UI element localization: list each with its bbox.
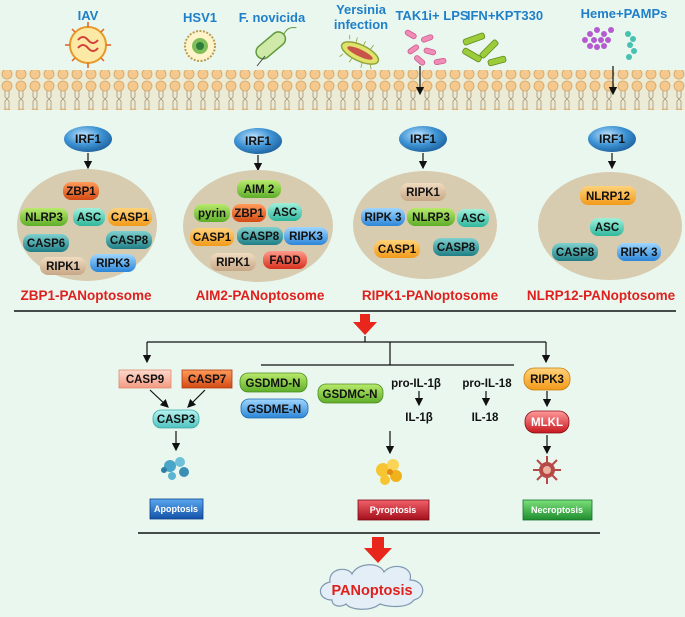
svg-text:CASP8: CASP8 <box>556 247 595 259</box>
aim2-complex: AIM 2 pyrin ZBP1 ASC CASP1 CASP8 RIPK3 R… <box>190 180 328 271</box>
zbp1-complex: ZBP1 NLRP3 ASC CASP1 CASP6 CASP8 RIPK1 R… <box>20 182 152 275</box>
apoptosis-branch: CASP9 CASP7 CASP3 Apoptosis <box>118 369 233 520</box>
svg-text:RIPK 3: RIPK 3 <box>620 247 657 259</box>
irf1-ripk1: IRF1 <box>399 126 447 152</box>
svg-text:RIPK3: RIPK3 <box>96 258 130 270</box>
pro-il1b-label: pro-IL-1β <box>391 378 441 390</box>
svg-text:ZBP1: ZBP1 <box>66 186 96 198</box>
heme-pamps-icon <box>582 27 637 60</box>
trigger-hsv1-label: HSV1 <box>183 10 217 25</box>
svg-text:NLRP3: NLRP3 <box>412 212 450 224</box>
irf1-aim2: IRF1 <box>234 128 282 154</box>
necroptosis-branch: RIPK3 MLKL Necroptosis <box>522 367 593 521</box>
cell-membrane <box>0 70 685 110</box>
il1b-label: IL-1β <box>405 412 432 424</box>
irf-arrows <box>83 153 617 172</box>
trigger-tak1-label: TAK1i+ LPS <box>395 8 468 23</box>
red-down-arrow-top <box>353 314 377 335</box>
iav-virus-icon <box>65 22 111 68</box>
svg-text:NLRP3: NLRP3 <box>25 212 63 224</box>
trigger-yersinia-label-1: Yersinia <box>336 2 387 17</box>
zbp1-panoptosome-title: ZBP1-PANoptosome <box>20 288 151 303</box>
necroptosis-label: Necroptosis <box>531 505 583 515</box>
svg-text:CASP1: CASP1 <box>378 244 417 256</box>
pro-il18-label: pro-IL-18 <box>462 378 512 390</box>
pyroptotic-cell-icon <box>376 459 402 485</box>
ripk1-panoptosome-title: RIPK1-PANoptosome <box>362 288 499 303</box>
irf1-label: IRF1 <box>410 132 436 146</box>
mlkl-label: MLKL <box>531 417 563 429</box>
irf1-nlrp12: IRF1 <box>588 126 636 152</box>
panoptosis-cloud: PANoptosis <box>319 564 424 610</box>
casp7-label: CASP7 <box>188 374 226 386</box>
aim2-panoptosome-title: AIM2-PANoptosome <box>196 288 325 303</box>
casp3-label: CASP3 <box>157 414 195 426</box>
fnovicida-bacterium-icon <box>255 27 297 67</box>
nlrp12-panoptosome-title: NLRP12-PANoptosome <box>527 288 676 303</box>
gsdmc-label: GSDMC-N <box>323 389 378 401</box>
svg-text:ASC: ASC <box>77 212 101 224</box>
ripk1-complex: RIPK1 RIPK 3 NLRP3 ASC CASP1 CASP8 <box>361 183 489 258</box>
trigger-heme-label: Heme+PAMPs <box>581 6 668 21</box>
lps-molecules-icon <box>404 29 447 66</box>
apoptotic-bodies-icon <box>161 457 189 480</box>
hsv1-virus-icon <box>184 30 216 62</box>
gsdme-label: GSDME-N <box>247 404 301 416</box>
svg-text:ASC: ASC <box>461 213 485 225</box>
svg-text:AIM 2: AIM 2 <box>244 184 275 196</box>
trigger-yersinia-label-2: infection <box>334 17 388 32</box>
trigger-ifn-label: IFN+KPT330 <box>467 8 543 23</box>
svg-text:RIPK3: RIPK3 <box>289 231 323 243</box>
svg-text:ZBP1: ZBP1 <box>234 208 264 220</box>
irf1-label: IRF1 <box>75 132 101 146</box>
yersinia-bacterium-icon <box>339 34 380 70</box>
gsdmd-label: GSDMD-N <box>246 378 301 390</box>
svg-text:RIPK1: RIPK1 <box>406 187 440 199</box>
svg-text:CASP1: CASP1 <box>111 212 150 224</box>
branch-lines <box>142 336 551 366</box>
svg-text:ASC: ASC <box>273 207 297 219</box>
svg-text:CASP6: CASP6 <box>27 238 65 250</box>
pyroptosis-label: Pyroptosis <box>370 505 417 515</box>
nlrp12-complex: NLRP12 ASC CASP8 RIPK 3 <box>552 186 661 261</box>
il18-label: IL-18 <box>472 412 499 424</box>
svg-text:pyrin: pyrin <box>198 208 226 220</box>
irf1-label: IRF1 <box>245 134 271 148</box>
svg-text:CASP8: CASP8 <box>110 235 149 247</box>
necroptotic-cell-icon <box>533 456 561 484</box>
trigger-fnovicida-label: F. novicida <box>239 10 306 25</box>
trigger-iav-label: IAV <box>78 8 99 23</box>
svg-text:FADD: FADD <box>269 255 300 267</box>
ripk3-label: RIPK3 <box>530 374 564 386</box>
red-down-arrow-bottom <box>364 537 392 563</box>
trigger-arrows <box>415 66 618 96</box>
svg-text:ASC: ASC <box>595 222 619 234</box>
svg-text:NLRP12: NLRP12 <box>586 191 630 203</box>
svg-text:RIPK 3: RIPK 3 <box>364 212 401 224</box>
svg-text:RIPK1: RIPK1 <box>216 257 250 269</box>
apoptosis-label: Apoptosis <box>154 504 198 514</box>
svg-text:RIPK1: RIPK1 <box>46 261 80 273</box>
svg-text:CASP8: CASP8 <box>437 242 476 254</box>
svg-text:CASP1: CASP1 <box>193 232 232 244</box>
ifn-molecules-icon <box>462 32 507 67</box>
panoptosis-label: PANoptosis <box>331 583 412 599</box>
casp9-label: CASP9 <box>126 374 164 386</box>
irf1-zbp1: IRF1 <box>64 126 112 152</box>
svg-text:CASP8: CASP8 <box>241 231 280 243</box>
irf1-label: IRF1 <box>599 132 625 146</box>
pyroptosis-branch: GSDMD-N GSDME-N GSDMC-N pro-IL-1β IL-1β … <box>239 372 512 521</box>
